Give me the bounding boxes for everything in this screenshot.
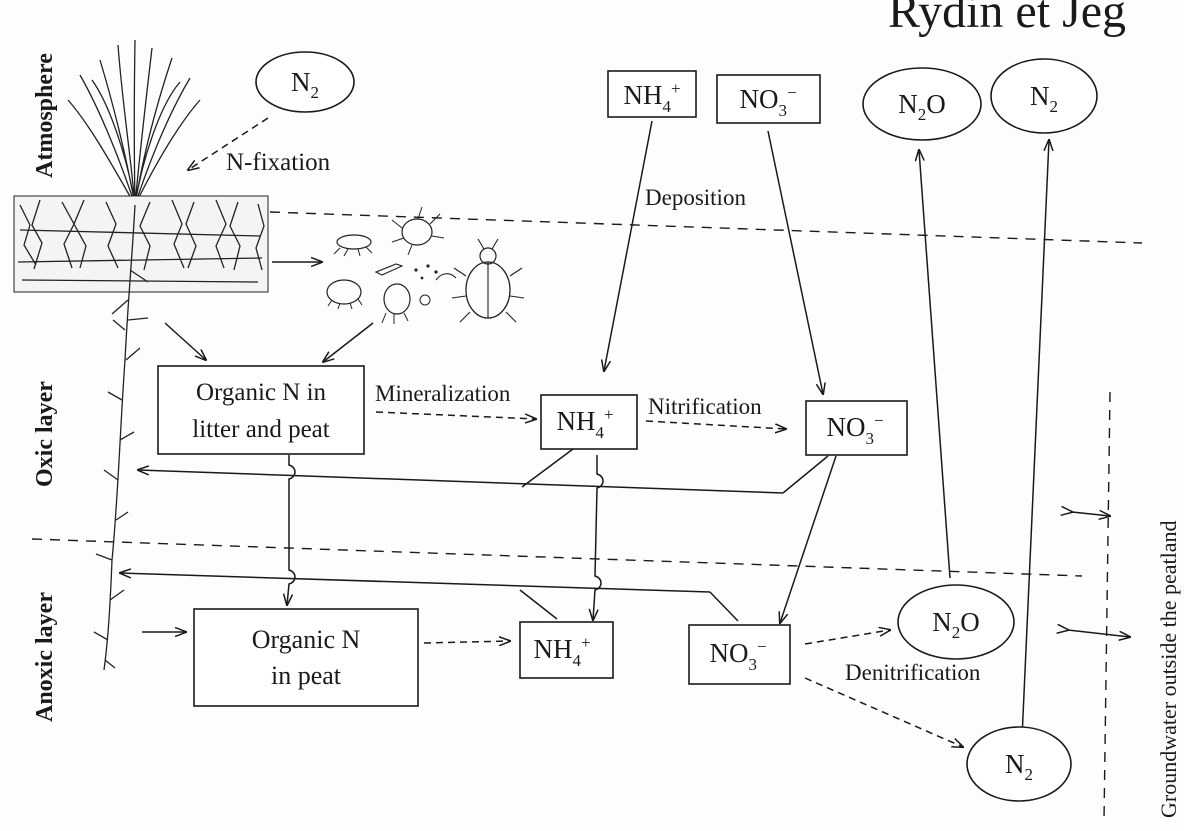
svg-text:N2: N2 <box>291 67 319 102</box>
mineralization-label: Mineralization <box>375 381 511 406</box>
n2o-atmosphere: N2O <box>862 67 982 141</box>
groundwater-exchange-anoxic-arrow <box>1068 630 1130 637</box>
soil-fauna-icon <box>326 206 525 324</box>
fixation-label: N-fixation <box>226 149 331 176</box>
deposition-label: Deposition <box>645 185 746 210</box>
groundwater-exchange-oxic-arrow <box>1072 512 1110 516</box>
svg-text:NO3−: NO3− <box>739 83 796 120</box>
oxic-uptake-arrow <box>138 470 784 494</box>
oxic-anoxic-boundary-line <box>31 538 1083 577</box>
svg-text:NH4+: NH4+ <box>533 633 590 670</box>
anoxic-uptake-arrow <box>120 573 711 593</box>
groundwater-label: Groundwater outside the peatland <box>1156 520 1181 818</box>
moss-to-organic-arrow <box>164 322 206 360</box>
nh4-deposition-arrow <box>604 120 653 371</box>
denitrification-n2-arrow <box>804 677 963 747</box>
oxic-layer-label: Oxic layer <box>32 381 58 487</box>
nh4-deposition-box: NH4+ <box>607 70 697 118</box>
no3-anoxic-box: NO3− <box>688 624 791 685</box>
no3-deposition-box: NO3− <box>716 74 821 124</box>
svg-text:NO3−: NO3− <box>826 411 883 448</box>
citation-title: Rydin et Jeg <box>888 0 1126 38</box>
surface-boundary-line <box>269 211 1143 244</box>
nh4-anoxic-to-uptake-line <box>519 589 558 620</box>
atmosphere-label: Atmosphere <box>32 53 58 178</box>
organic-n-peat-box: Organic N in peat <box>193 608 419 707</box>
moss-carpet <box>13 195 269 293</box>
organic-downward-arrow <box>287 455 296 605</box>
svg-text:N2: N2 <box>1005 749 1033 784</box>
nitrification-label: Nitrification <box>648 394 762 419</box>
organic-n-litter-peat-box: Organic N in litter and peat <box>157 365 365 455</box>
n2o-release-arrow <box>919 150 951 579</box>
denitrification-label: Denitrification <box>845 660 981 685</box>
n2-atmosphere-top-right: N2 <box>990 58 1098 134</box>
svg-text:NO3−: NO3− <box>709 637 766 674</box>
svg-text:litter and peat: litter and peat <box>192 416 329 443</box>
svg-text:Organic N: Organic N <box>252 625 361 654</box>
fixation-arrow <box>188 117 269 170</box>
svg-text:NH4+: NH4+ <box>623 79 680 116</box>
svg-text:in peat: in peat <box>271 661 342 690</box>
layer-boundaries <box>31 211 1143 821</box>
peatland-edge-line <box>1103 391 1111 821</box>
anoxic-layer-label: Anoxic layer <box>32 592 58 722</box>
nh4-anoxic-box: NH4+ <box>519 621 614 679</box>
flow-arrows <box>120 117 1130 747</box>
svg-text:N2O: N2O <box>898 89 946 124</box>
svg-text:N2O: N2O <box>932 607 980 642</box>
n2o-anoxic: N2O <box>897 584 1015 660</box>
no3-downward-arrow <box>780 455 837 623</box>
plant-with-roots-icon <box>13 39 269 671</box>
no3-anoxic-to-uptake-line <box>709 591 739 622</box>
nitrification-arrow <box>645 420 786 429</box>
nh4-oxic-to-uptake-line <box>521 448 574 488</box>
denitrification-n2o-arrow <box>804 630 890 645</box>
no3-oxic-box: NO3− <box>805 400 908 456</box>
svg-text:N2: N2 <box>1030 81 1058 116</box>
anoxic-mineralization-arrow <box>423 641 510 643</box>
fauna-to-organic-arrow <box>323 322 374 362</box>
mineralization-arrow <box>375 411 536 419</box>
nh4-oxic-box: NH4+ <box>540 394 638 450</box>
no3-oxic-to-uptake-line <box>782 455 829 494</box>
svg-text:NH4+: NH4+ <box>556 405 613 442</box>
nh4-downward-arrow <box>593 455 604 620</box>
svg-text:Organic N in: Organic N in <box>196 379 327 406</box>
n2-atmosphere-top-left: N2 <box>255 51 355 113</box>
n2-anoxic: N2 <box>966 726 1072 802</box>
no3-deposition-arrow <box>767 130 823 394</box>
n2-release-arrow <box>1021 140 1049 739</box>
